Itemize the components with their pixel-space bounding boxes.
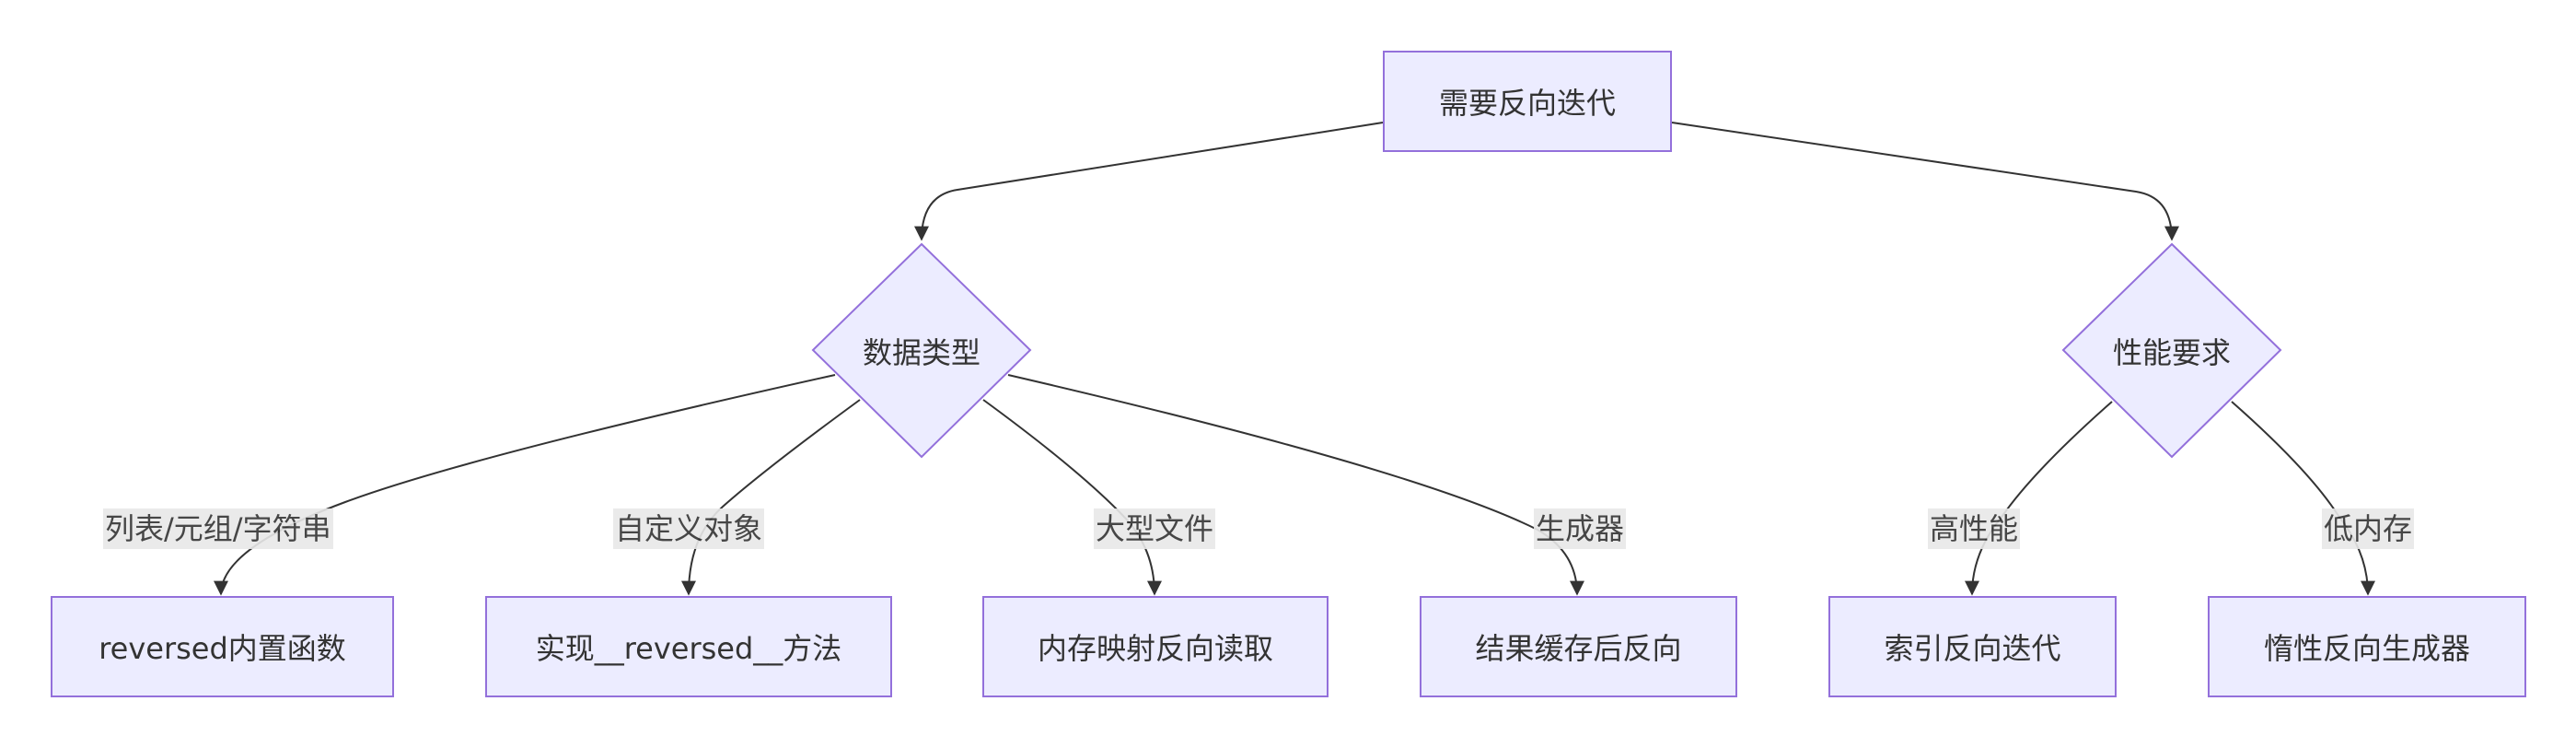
result-node-lazy-reverse-generator: 惰性反向生成器	[2208, 596, 2526, 697]
edge-label-list-tuple-string: 列表/元组/字符串	[103, 508, 333, 549]
result-node-implement-reversed: 实现__reversed__方法	[485, 596, 892, 697]
edge-label-generator: 生成器	[1534, 508, 1627, 549]
result-node-mmap-reverse-read: 内存映射反向读取	[982, 596, 1329, 697]
result-node-cache-then-reverse: 结果缓存后反向	[1420, 596, 1737, 697]
result-node-index-reverse-iter: 索引反向迭代	[1828, 596, 2117, 697]
edge-label-large-file: 大型文件	[1094, 508, 1216, 549]
edge-root-to-performance	[1671, 122, 2179, 241]
edge-root-to-data-type	[914, 122, 1384, 241]
root-node-need-reverse-iteration: 需要反向迭代	[1383, 51, 1672, 152]
edge-data-type-to-cache-then-reverse	[1007, 374, 1584, 596]
decision-label-data-type: 数据类型	[862, 334, 981, 370]
edge-data-type-to-reversed-builtin	[214, 374, 836, 596]
decision-node-data-type: 数据类型	[813, 244, 1030, 457]
decision-node-performance: 性能要求	[2063, 244, 2280, 457]
edge-label-high-performance: 高性能	[1928, 508, 2021, 549]
edge-label-custom-object: 自定义对象	[613, 508, 765, 549]
edge-label-low-memory: 低内存	[2322, 508, 2415, 549]
decision-label-performance: 性能要求	[2112, 334, 2231, 370]
edge-data-type-to-implement-reversed	[681, 399, 861, 596]
result-node-reversed-builtin: reversed内置函数	[51, 596, 394, 697]
decision-diamond-data-type	[811, 242, 1032, 459]
edge-data-type-to-mmap-reverse-read	[982, 399, 1162, 596]
decision-diamond-performance	[2061, 242, 2282, 459]
